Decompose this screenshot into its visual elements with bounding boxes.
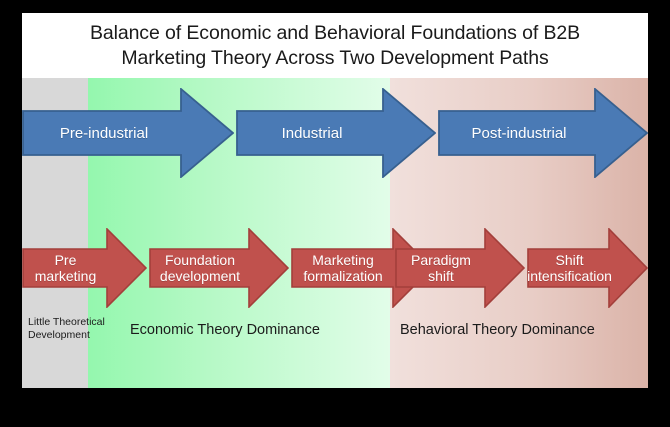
chevron-right-icon: [22, 228, 147, 308]
arrow-foundation-development[interactable]: Foundation development: [149, 228, 289, 308]
caption-behavioral-theory-dominance: Behavioral Theory Dominance: [400, 322, 595, 338]
arrow-post-industrial[interactable]: Post-industrial: [438, 88, 648, 178]
arrow-shift-intensification[interactable]: Shift intensification: [527, 228, 648, 308]
caption-economic-theory-dominance: Economic Theory Dominance: [130, 322, 320, 338]
band-captions: Little Theoretical Development Economic …: [22, 313, 648, 358]
chevron-right-icon: [22, 88, 234, 178]
page-title: Balance of Economic and Behavioral Found…: [22, 13, 648, 78]
arrow-paradigm-shift[interactable]: Paradigm shift: [395, 228, 525, 308]
chevron-right-icon: [438, 88, 648, 178]
industrial-development-path: Pre-industrial Industrial Post-industria…: [22, 88, 648, 178]
marketing-theory-path: Pre marketing Foundation development Mar…: [22, 228, 648, 308]
figure-canvas: Balance of Economic and Behavioral Found…: [22, 13, 648, 388]
arrow-industrial[interactable]: Industrial: [236, 88, 436, 178]
chevron-right-icon: [149, 228, 289, 308]
title-line-1: Balance of Economic and Behavioral Found…: [89, 21, 581, 44]
caption-little-theoretical-development: Little Theoretical Development: [28, 316, 105, 341]
arrow-pre-marketing[interactable]: Pre marketing: [22, 228, 147, 308]
chevron-right-icon: [236, 88, 436, 178]
chevron-right-icon: [395, 228, 525, 308]
chevron-right-icon: [527, 228, 648, 308]
title-line-2: Marketing Theory Across Two Development …: [121, 46, 549, 69]
arrow-pre-industrial[interactable]: Pre-industrial: [22, 88, 234, 178]
